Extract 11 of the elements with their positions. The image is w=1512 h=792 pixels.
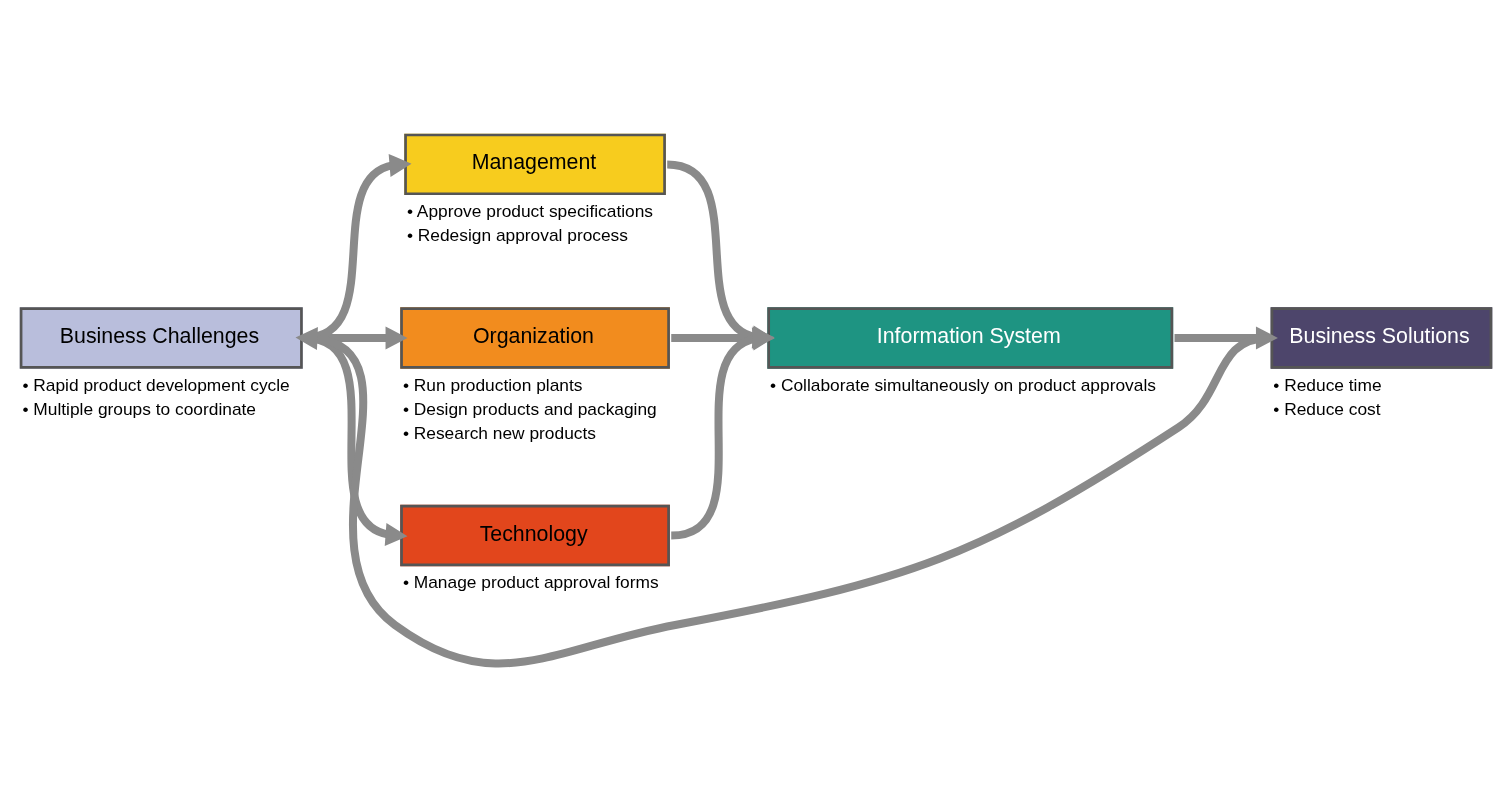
node-label: • Reduce cost	[1273, 398, 1381, 419]
node-label: • Run production plants	[402, 374, 583, 395]
node-label: • Design products and packaging	[402, 398, 657, 419]
node-label: • Reduce time	[1273, 374, 1382, 395]
node-label: • Rapid product development cycle	[22, 374, 290, 395]
node-label: • Collaborate simultaneously on product approvals	[770, 374, 1156, 395]
node-label: • Research new products	[402, 422, 596, 443]
node-label: • Redesign approval process	[406, 225, 628, 246]
node-label: • Manage product approval forms	[402, 572, 659, 593]
node-label: • Approve product specifications	[406, 200, 654, 221]
node-label: • Multiple groups to coordinate	[22, 398, 257, 419]
